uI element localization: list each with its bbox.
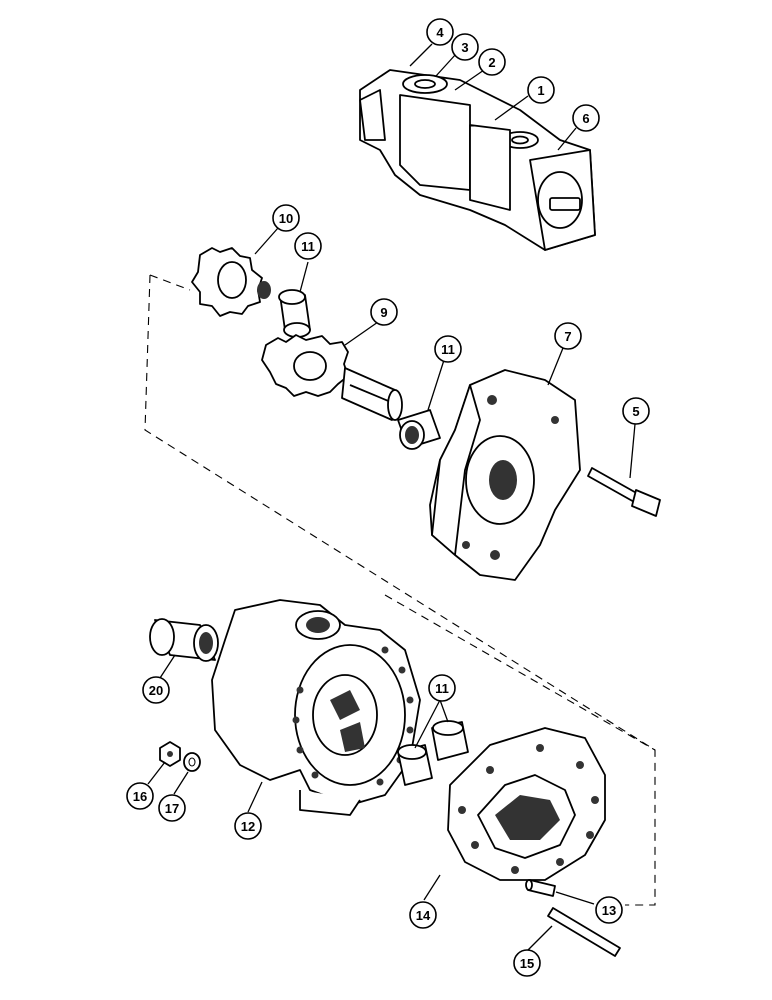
- callout-label: 6: [582, 111, 589, 126]
- callout-label: 12: [241, 819, 255, 834]
- idler-gear-10: [191, 247, 271, 317]
- callout-circle: [527, 76, 555, 104]
- assembled-tandem-pump: [359, 69, 596, 251]
- callout-circle: [451, 33, 479, 61]
- callout-14: 14: [409, 901, 437, 929]
- callout-5: 5: [622, 397, 650, 425]
- nut-16: [159, 741, 181, 767]
- callout-circle: [478, 48, 506, 76]
- callout-11: 11: [434, 335, 462, 363]
- callout-circle: [370, 298, 398, 326]
- callout-circle: [572, 104, 600, 132]
- callout-label: 2: [488, 55, 495, 70]
- callout-20: 20: [142, 676, 170, 704]
- stud-15: [547, 907, 621, 957]
- callout-circle: [294, 232, 322, 260]
- callout-circle: [158, 794, 186, 822]
- callout-7: 7: [554, 322, 582, 350]
- callout-16: 16: [126, 782, 154, 810]
- drive-gear-shaft-9: [261, 334, 403, 421]
- bushing-11-lower-a: [397, 744, 433, 786]
- callout-circle: [434, 335, 462, 363]
- callout-17: 17: [158, 794, 186, 822]
- callout-circle: [126, 782, 154, 810]
- callout-6: 6: [572, 104, 600, 132]
- callout-label: 11: [441, 342, 455, 357]
- bushing-11-lower-b: [431, 720, 469, 761]
- callout-label: 13: [602, 903, 616, 918]
- bushing-11-upper: [278, 289, 311, 338]
- callout-4: 4: [426, 18, 454, 46]
- callout-circle: [595, 896, 623, 924]
- callout-3: 3: [451, 33, 479, 61]
- callout-circle: [409, 901, 437, 929]
- callout-circle: [428, 674, 456, 702]
- callout-circle: [142, 676, 170, 704]
- pump-body-12: [211, 599, 421, 816]
- washer-17: [183, 752, 201, 772]
- callout-label: 17: [165, 801, 179, 816]
- callout-9: 9: [370, 298, 398, 326]
- callout-circle: [426, 18, 454, 46]
- callout-label: 11: [301, 239, 315, 254]
- callout-circle: [622, 397, 650, 425]
- callout-label: 7: [564, 329, 571, 344]
- callout-15: 15: [513, 949, 541, 977]
- callout-label: 14: [416, 908, 431, 923]
- dowel-pin-13: [525, 879, 556, 897]
- callout-label: 3: [461, 40, 468, 55]
- gear-housing-14: [447, 727, 606, 881]
- callout-13: 13: [595, 896, 623, 924]
- leader-lines: [147, 43, 636, 951]
- callout-label: 11: [435, 681, 449, 696]
- callout-circle: [234, 812, 262, 840]
- callout-2: 2: [478, 48, 506, 76]
- callout-label: 15: [520, 956, 534, 971]
- callout-label: 4: [436, 25, 444, 40]
- callout-label: 9: [380, 305, 387, 320]
- mounting-flange-7: [429, 369, 581, 581]
- callout-circle: [513, 949, 541, 977]
- callout-label: 10: [279, 211, 293, 226]
- coupling-sleeve-20: [149, 618, 219, 662]
- callout-1: 1: [527, 76, 555, 104]
- callout-label: 1: [537, 83, 544, 98]
- callout-12: 12: [234, 812, 262, 840]
- callout-11: 11: [428, 674, 456, 702]
- bushing-11-middle: [397, 409, 441, 450]
- callout-11: 11: [294, 232, 322, 260]
- callout-circle: [554, 322, 582, 350]
- callout-10: 10: [272, 204, 300, 232]
- callout-label: 5: [632, 404, 639, 419]
- callout-circle: [272, 204, 300, 232]
- callout-label: 16: [133, 789, 147, 804]
- bolt-5: [587, 467, 661, 517]
- callout-label: 20: [149, 683, 163, 698]
